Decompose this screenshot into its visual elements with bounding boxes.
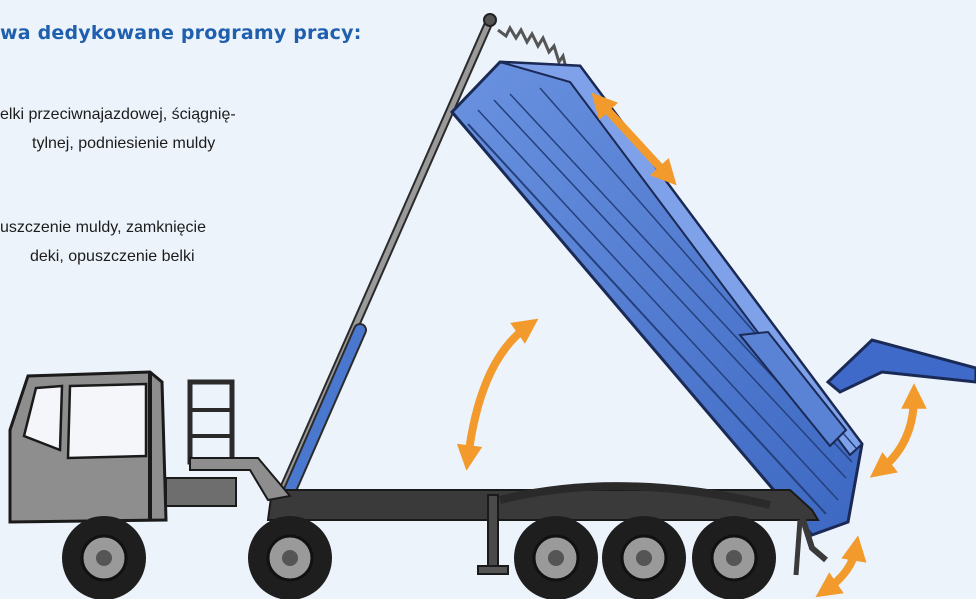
body-tilt-arrow (468, 326, 528, 458)
wheels (62, 516, 776, 599)
truck-cab (10, 372, 236, 522)
wheel-front (62, 516, 146, 599)
hydraulic-cylinder (282, 14, 496, 492)
wheel-second (248, 516, 332, 599)
tipper-body (452, 62, 862, 535)
wheel-rear-2 (602, 516, 686, 599)
wheel-rear-3 (692, 516, 776, 599)
tailgate-swing-arrow (880, 396, 914, 470)
wheel-rear-1 (514, 516, 598, 599)
underride-bar-arrow (826, 548, 856, 590)
tailgate (828, 340, 976, 392)
